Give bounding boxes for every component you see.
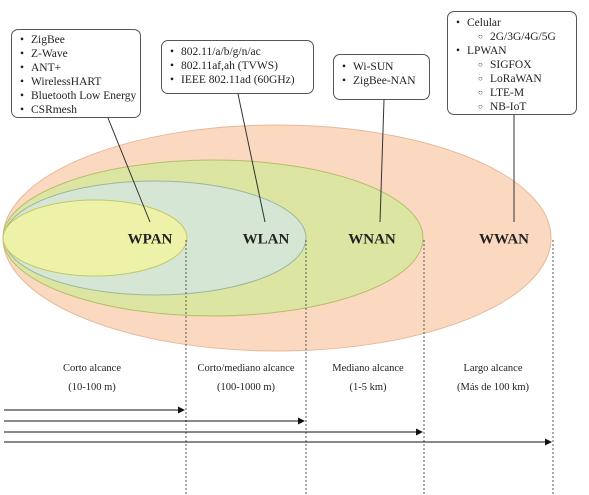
- list-item: SIGFOX: [454, 58, 576, 72]
- wpan-ellipse: [2, 199, 188, 277]
- list-item: Z-Wave: [18, 47, 140, 61]
- list-item: 802.11af,ah (TVWS): [168, 59, 313, 73]
- wnan-label: WNAN: [348, 231, 396, 248]
- range-value: (10-100 m): [68, 382, 116, 393]
- wlan-technologies-list: 802.11/a/b/g/n/ac 802.11af,ah (TVWS) IEE…: [168, 45, 313, 87]
- list-item: Wi-SUN: [340, 60, 429, 74]
- range-name: Mediano alcance: [332, 363, 404, 374]
- range-name: Corto alcance: [62, 363, 122, 374]
- list-item: IEEE 802.11ad (60GHz): [168, 73, 313, 87]
- wpan-technologies-list: ZigBee Z-Wave ANT+ WirelessHART Bluetoot…: [18, 33, 140, 117]
- wwan-technologies-callout: Celular 2G/3G/4G/5G LPWAN SIGFOX LoRaWAN…: [447, 11, 577, 115]
- wwan-label: WWAN: [478, 231, 530, 248]
- wwan-technologies-list: Celular 2G/3G/4G/5G LPWAN SIGFOX LoRaWAN…: [454, 16, 576, 114]
- wnan-technologies-list: Wi-SUN ZigBee-NAN: [340, 60, 429, 88]
- wnan-range-label: Mediano alcance (1-5 km): [332, 362, 403, 394]
- list-item: LTE-M: [454, 86, 576, 100]
- list-item: LPWAN: [454, 44, 576, 58]
- wlan-label: WLAN: [242, 231, 290, 248]
- range-value: (1-5 km): [349, 382, 387, 393]
- list-item: ZigBee: [18, 33, 140, 47]
- list-item: ZigBee-NAN: [340, 74, 429, 88]
- list-item: 2G/3G/4G/5G: [454, 30, 576, 44]
- list-item: Bluetooth Low Energy: [18, 89, 140, 103]
- wpan-range-label: Corto alcance (10-100 m): [63, 362, 121, 394]
- wnan-technologies-callout: Wi-SUN ZigBee-NAN: [333, 54, 430, 100]
- wpan-label: WPAN: [127, 231, 173, 248]
- wlan-connector: [237, 93, 266, 223]
- list-item: ANT+: [18, 61, 140, 75]
- wpan-technologies-callout: ZigBee Z-Wave ANT+ WirelessHART Bluetoot…: [11, 29, 141, 118]
- range-name: Corto/mediano alcance: [197, 363, 295, 374]
- wwan-range-label: Largo alcance (Más de 100 km): [457, 362, 529, 394]
- wlan-range-label: Corto/mediano alcance (100-1000 m): [197, 362, 294, 394]
- range-value: (Más de 100 km): [456, 382, 530, 393]
- list-item: NB-IoT: [454, 100, 576, 114]
- list-item: 802.11/a/b/g/n/ac: [168, 45, 313, 59]
- list-item: Celular: [454, 16, 576, 30]
- range-name: Largo alcance: [463, 363, 523, 374]
- wnan-connector: [379, 99, 385, 223]
- list-item: CSRmesh: [18, 103, 140, 117]
- list-item: LoRaWAN: [454, 72, 576, 86]
- wlan-technologies-callout: 802.11/a/b/g/n/ac 802.11af,ah (TVWS) IEE…: [161, 40, 314, 94]
- wpan-connector: [107, 117, 151, 223]
- range-value: (100-1000 m): [216, 382, 276, 393]
- list-item: WirelessHART: [18, 75, 140, 89]
